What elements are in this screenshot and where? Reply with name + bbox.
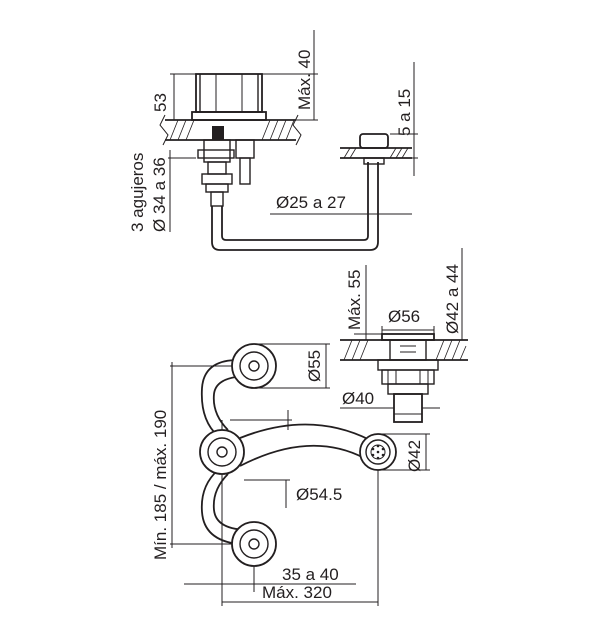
plan-pipe-lower — [200, 469, 251, 545]
dim-d40: Ø40 — [342, 389, 374, 408]
valve-body — [191, 73, 267, 207]
supply-pipe-inner — [221, 162, 369, 241]
dim-185-190: Mín. 185 / máx. 190 — [151, 410, 170, 560]
dim-d54-5: Ø54.5 — [296, 485, 342, 504]
handle-bottom — [231, 521, 277, 567]
dim-holes: 3 agujeros — [128, 153, 147, 232]
dim-pipe-diameter: Ø25 a 27 — [276, 193, 346, 212]
drain-tail — [393, 393, 423, 423]
dim-max-40: Máx. 40 — [295, 50, 314, 110]
handle-top — [231, 343, 277, 389]
dim-d56: Ø56 — [388, 307, 420, 326]
dim-max-55: Máx. 55 — [345, 270, 364, 330]
plan-view: Mín. 185 / máx. 190 Ø55 Ø42 Ø54.5 35 a 4… — [151, 343, 430, 606]
plan-pipe-spout — [239, 423, 371, 467]
dim-5-15: 5 a 15 — [395, 89, 414, 136]
drain-detail-view: Máx. 55 Ø56 Ø42 a 44 Ø40 — [340, 248, 468, 423]
dim-hole-diameter: Ø 34 a 36 — [150, 157, 169, 232]
plan-dimension-lines — [170, 343, 430, 606]
top-elevation-view: 53 Máx. 40 5 a 15 3 agujeros Ø 34 a 36 Ø… — [128, 30, 418, 251]
dim-d42-44: Ø42 a 44 — [443, 264, 462, 334]
drain-dimension-lines — [340, 248, 463, 415]
dim-53: 53 — [151, 93, 170, 112]
countertop-right — [340, 133, 412, 165]
dim-max-320: Máx. 320 — [262, 583, 332, 602]
spout-base — [199, 429, 245, 475]
supply-pipe — [211, 162, 379, 251]
drain-countertop — [340, 339, 468, 361]
top-dimension-lines — [168, 30, 418, 232]
dim-d55: Ø55 — [305, 350, 324, 382]
dim-d42: Ø42 — [405, 440, 424, 472]
plan-pipe-upper — [200, 359, 251, 437]
drain-flange — [381, 333, 435, 341]
dim-35-40: 35 a 40 — [282, 565, 339, 584]
drain-neck — [389, 339, 427, 361]
spout-aerator — [359, 433, 397, 471]
